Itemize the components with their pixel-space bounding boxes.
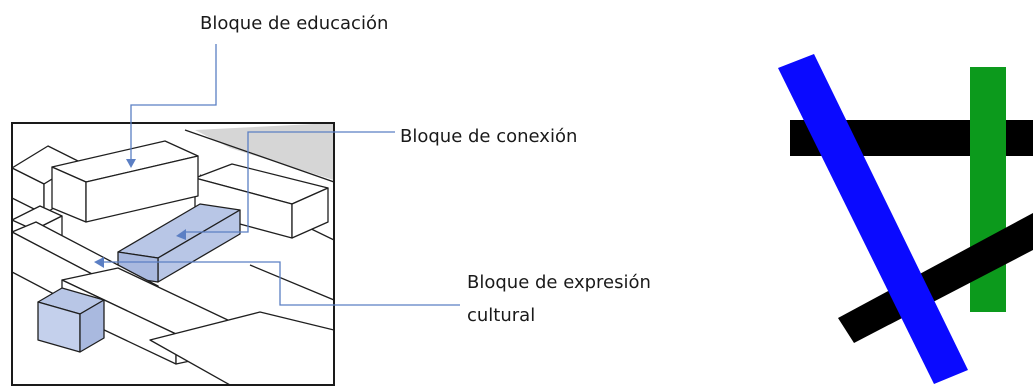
sketch-frame bbox=[11, 122, 335, 386]
leader-education bbox=[130, 44, 217, 160]
highlighted-cube bbox=[37, 287, 105, 353]
terrain-line bbox=[184, 129, 334, 183]
black-diagonal-bar bbox=[838, 213, 1033, 343]
blue-diagonal-bar bbox=[778, 54, 968, 384]
label-connection-block: Bloque de conexión bbox=[400, 126, 577, 147]
label-education-block: Bloque de educación bbox=[200, 13, 388, 34]
label-expression-block-line2: cultural bbox=[467, 305, 535, 326]
foreground-slab bbox=[149, 311, 334, 385]
arrowhead-education bbox=[126, 159, 136, 168]
shaded-terrain bbox=[195, 123, 334, 180]
arrowhead-expression bbox=[94, 257, 104, 268]
back-right-block bbox=[194, 163, 329, 239]
building-sketch bbox=[12, 123, 334, 385]
leader-connection bbox=[184, 131, 395, 233]
terrain-line-3 bbox=[249, 264, 334, 301]
label-expression-block-line1: Bloque de expresión bbox=[467, 272, 651, 293]
connection-block bbox=[117, 203, 241, 283]
arrowhead-connection bbox=[176, 229, 186, 240]
leader-expression bbox=[102, 261, 460, 306]
bar-composition bbox=[778, 54, 1033, 384]
leader-lines bbox=[94, 44, 460, 306]
education-block bbox=[51, 140, 199, 223]
